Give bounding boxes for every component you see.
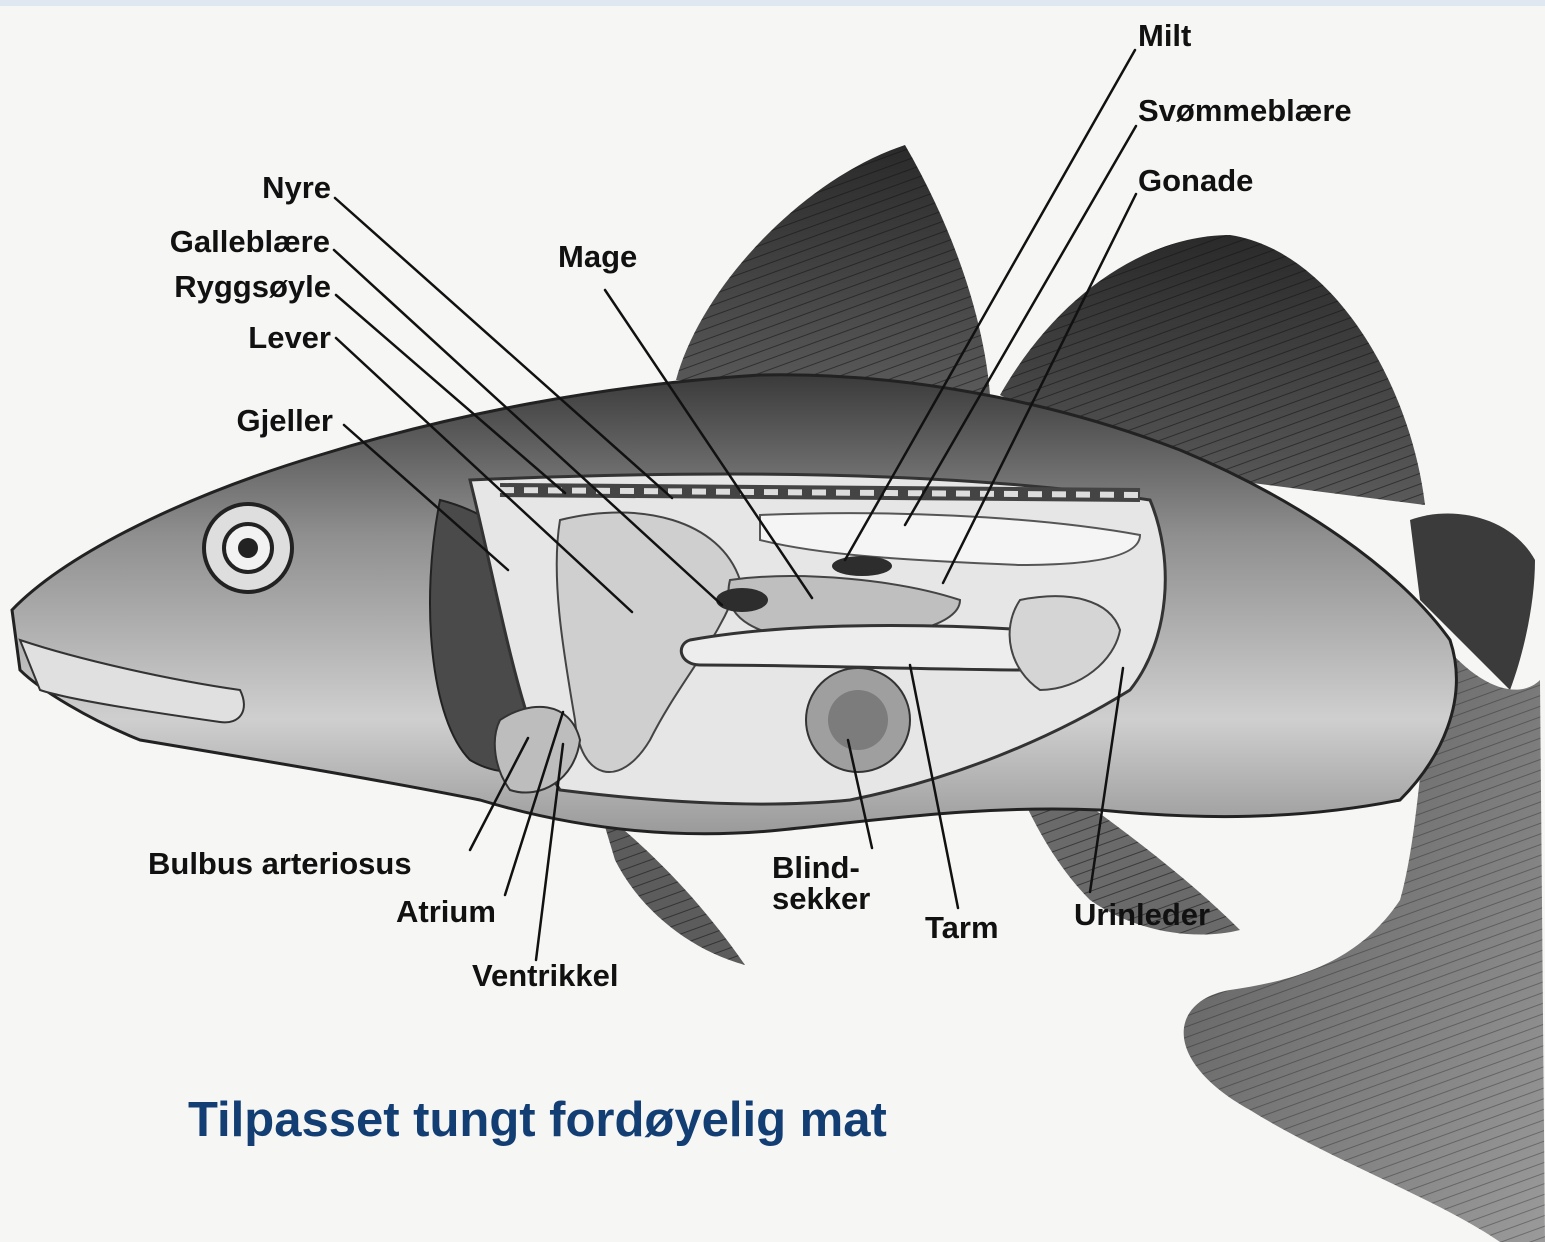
label-nyre: Nyre [262, 172, 331, 203]
label-ryggsoyle: Ryggsøyle [174, 271, 331, 302]
label-lever: Lever [248, 322, 331, 353]
spleen [832, 556, 892, 576]
label-atrium: Atrium [396, 896, 496, 927]
label-ventrikkel: Ventrikkel [472, 960, 618, 991]
label-galleblaere: Galleblære [170, 226, 330, 257]
intestine [681, 626, 1056, 670]
label-svommeblaere: Svømmeblære [1138, 95, 1352, 126]
gall-bladder [716, 588, 768, 612]
label-mage: Mage [558, 241, 637, 272]
label-bulbus-arteriosus: Bulbus arteriosus [148, 848, 412, 879]
label-blindsekker-line2: sekker [772, 883, 870, 914]
label-urinleder: Urinleder [1074, 899, 1210, 930]
label-milt: Milt [1138, 20, 1191, 51]
label-blindsekker-line1: Blind- [772, 852, 860, 883]
label-gjeller: Gjeller [237, 405, 334, 436]
caption: Tilpasset tungt fordøyelig mat [188, 1096, 887, 1145]
label-gonade: Gonade [1138, 165, 1253, 196]
label-tarm: Tarm [925, 912, 999, 943]
